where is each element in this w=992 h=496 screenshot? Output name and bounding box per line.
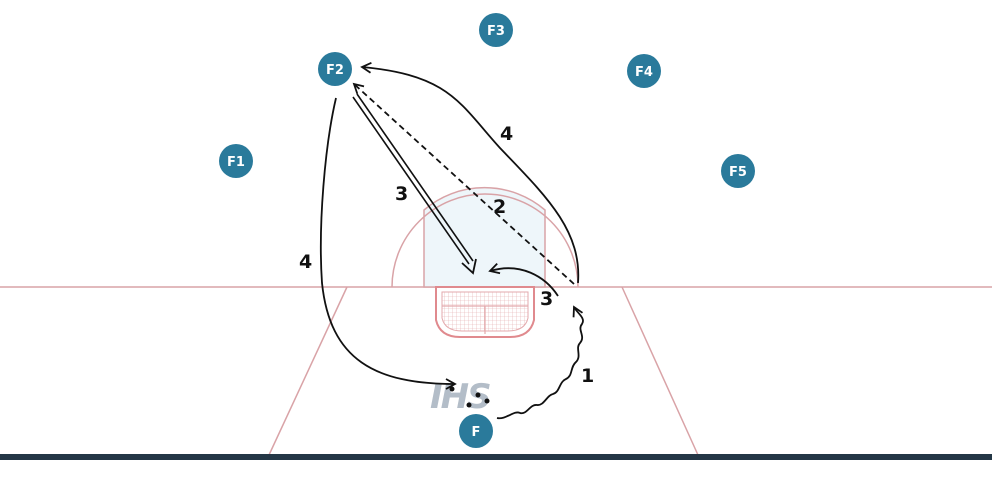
- arrow-step-3-shot: [352, 93, 474, 265]
- step-label-1: 1: [581, 365, 594, 387]
- crease-arc: [391, 193, 579, 288]
- step-labels: 1 2 3 3 4 4: [299, 123, 594, 387]
- arrow-step-4-run-left: [319, 97, 457, 390]
- step-label-3a: 3: [395, 183, 408, 205]
- step-label-4a: 4: [500, 123, 513, 145]
- goal: [435, 286, 535, 338]
- step-label-3b: 3: [540, 288, 553, 310]
- arrow-step-4-run-right: [360, 62, 580, 284]
- zone-line-left: [268, 286, 348, 456]
- arrow-step-1-dribble: [496, 305, 584, 420]
- player-f3: F3: [479, 13, 513, 47]
- court: [0, 186, 992, 456]
- player-f4: F4: [627, 54, 661, 88]
- crease-area: [423, 186, 546, 288]
- step-label-2: 2: [493, 196, 506, 218]
- svg-text:F5: F5: [729, 165, 747, 180]
- arrows: [319, 62, 584, 420]
- svg-text:F2: F2: [326, 63, 344, 78]
- players: F1 F2 F3 F4 F5 F: [219, 13, 755, 448]
- player-f5: F5: [721, 154, 755, 188]
- svg-text:F4: F4: [635, 65, 653, 80]
- arrow-step-3-shot-head: [461, 258, 477, 275]
- svg-text:F1: F1: [227, 155, 245, 170]
- puck-markers: [449, 386, 490, 408]
- bottom-bar: [0, 454, 992, 460]
- arrow-step-3-run: [488, 263, 559, 297]
- svg-text:F3: F3: [487, 24, 505, 39]
- player-f2: F2: [318, 52, 352, 86]
- zone-line-right: [621, 286, 699, 456]
- player-f: F: [459, 414, 493, 448]
- step-label-4b: 4: [299, 251, 312, 273]
- player-f1: F1: [219, 144, 253, 178]
- svg-text:F: F: [472, 425, 481, 440]
